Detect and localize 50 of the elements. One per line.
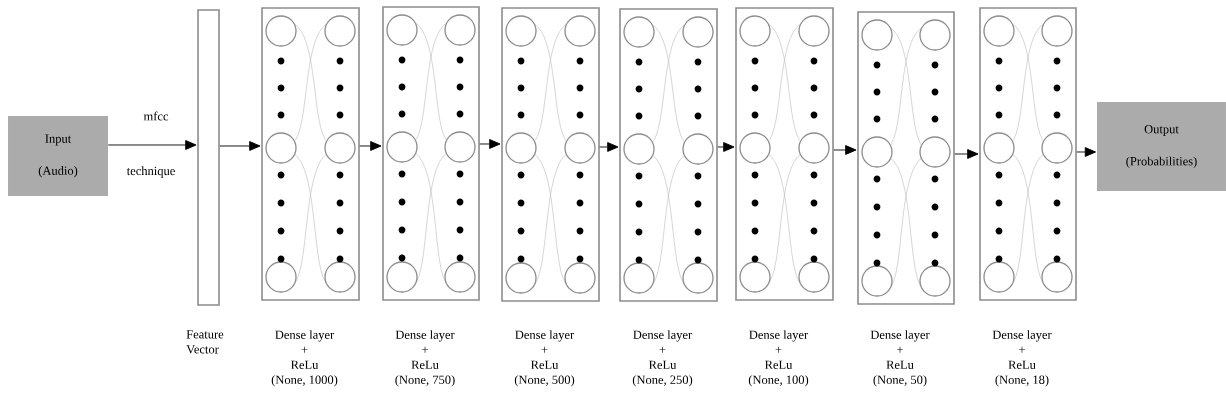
layer-caption: Feature Vector [186,330,224,354]
arrow [833,145,857,155]
layer-caption: Dense layer + ReLu (None, 50) [870,330,930,387]
node-label: + [897,346,903,353]
node-label: Dense layer [870,330,930,342]
node-label: ReLu [411,360,439,369]
node-label: (None, 1000) [271,375,338,387]
arrow [479,139,501,149]
layer-caption: Dense layer + ReLu (None, 250) [632,330,693,387]
process-box: Output (Probabilities) [1097,102,1226,191]
arrow [717,142,735,152]
node-label: + [775,346,782,353]
arrow-label: technique [126,166,175,178]
arrow [359,141,382,151]
node-label: Dense layer [395,330,455,342]
arrow-label: mfcc [143,111,169,121]
node-label: (None, 100) [748,375,809,387]
layer-caption: Dense layer + ReLu (None, 1000) [271,330,338,387]
arrow [1076,147,1097,157]
node-label: (None, 500) [514,375,575,387]
feature-vector-bar [197,9,220,306]
node-label: ReLu [530,360,559,369]
node-label: Dense layer [992,330,1052,342]
node-label: (None, 250) [632,375,693,387]
node-label: Dense layer [749,330,809,342]
arrow [599,142,619,152]
node-label: + [301,346,308,353]
layer-caption: Dense layer + ReLu (None, 750) [395,330,455,387]
arrow [954,149,979,159]
node-label: Dense layer [275,330,335,342]
arrow [219,141,261,151]
node-label: (None, 50) [873,375,927,387]
node-label: ReLu [648,360,677,369]
node-label: (None, 18) [995,375,1049,387]
node-label: Dense layer [633,330,693,342]
node-label: ReLu [886,360,914,369]
layer-caption: Dense layer + ReLu (None, 18) [992,330,1052,387]
node-label: ReLu [764,360,793,369]
layer-caption: Dense layer + ReLu (None, 100) [748,330,809,387]
layer-caption: Dense layer + ReLu (None, 500) [514,330,575,387]
node-label: ReLu [290,360,319,369]
node-label: + [1019,346,1025,353]
node-label: + [659,346,666,353]
arrow [107,140,197,150]
node-label: + [422,346,428,353]
process-box: Input (Audio) [8,116,108,196]
node-label: + [541,346,548,353]
node-label: ReLu [1008,360,1036,369]
node-label: Dense layer [515,330,575,342]
node-label: (None, 750) [395,375,455,387]
